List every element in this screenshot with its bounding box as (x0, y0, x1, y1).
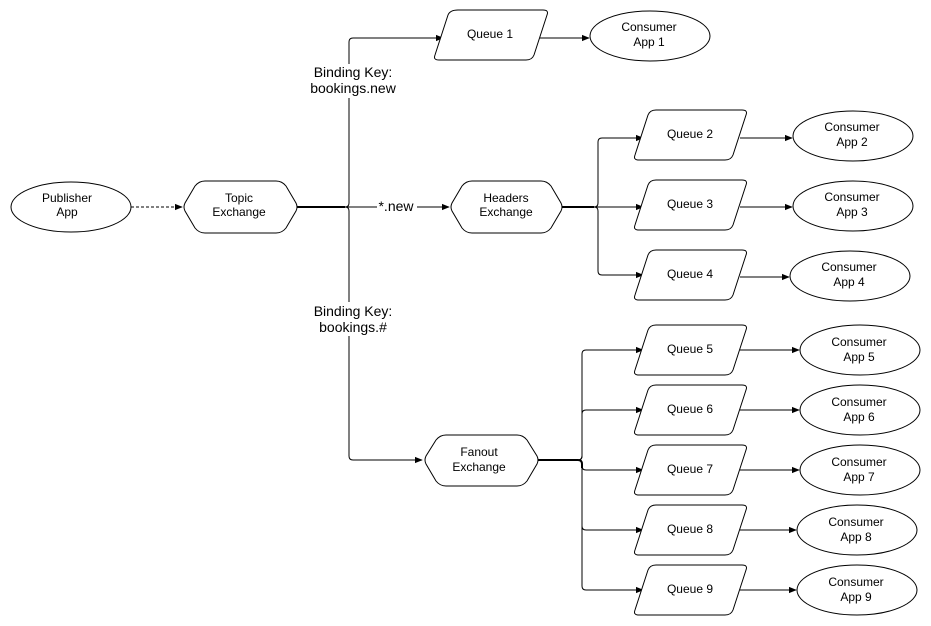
consumer-app-label-line2: App 3 (836, 205, 868, 219)
edge-headers-to-queue-2 (593, 134, 644, 208)
edge-topic-to-fanout (344, 206, 423, 464)
fanout-exchange-label-line1: Fanout (460, 445, 498, 459)
edge-fanout-to-queue-6 (577, 406, 644, 461)
consumer-app-node: Consumer App 9 (796, 564, 918, 616)
edge-label-binding-all-line1: Binding Key: (314, 303, 393, 319)
queue-label: Queue 7 (667, 462, 713, 476)
topic-exchange-node: Topic Exchange (183, 180, 298, 234)
fanout-exchange-label-line2: Exchange (452, 460, 506, 474)
consumer-app-label-line2: App 1 (633, 35, 665, 49)
queue-node: Queue 6 (634, 384, 747, 436)
consumer-app-label-line1: Consumer (621, 20, 676, 34)
consumer-app-label-line1: Consumer (828, 515, 883, 529)
consumer-app-node: Consumer App 8 (796, 504, 918, 556)
consumer-app-node: Consumer App 2 (792, 110, 914, 162)
edges (131, 34, 800, 594)
edge-headers-to-queue-4 (593, 206, 644, 279)
consumer-app-label-line1: Consumer (821, 260, 876, 274)
headers-exchange-label-line1: Headers (483, 191, 528, 205)
fanout-exchange-node: Fanout Exchange (424, 434, 539, 487)
edge-label-binding-new-line2: bookings.new (310, 80, 397, 96)
consumer-app-label-line2: App 2 (836, 135, 868, 149)
consumer-app-label-line1: Consumer (828, 575, 883, 589)
publisher-app-label-line2: App (56, 205, 78, 219)
consumer-app-label-line2: App 8 (840, 530, 872, 544)
queue-label: Queue 9 (667, 582, 713, 596)
queue-label: Queue 5 (667, 342, 713, 356)
queue-node: Queue 4 (634, 249, 747, 301)
headers-exchange-label-line2: Exchange (479, 205, 533, 219)
consumer-app-label-line2: App 6 (843, 410, 875, 424)
consumer-app-node: Consumer App 6 (799, 384, 921, 436)
consumer-app-label-line1: Consumer (831, 455, 886, 469)
queue-label: Queue 6 (667, 402, 713, 416)
queue-node: Queue 9 (634, 564, 747, 616)
consumer-app-label-line2: App 7 (843, 470, 875, 484)
edge-labels: Binding Key: bookings.new *.new Binding … (306, 64, 417, 336)
consumer-app-node: Consumer App 7 (799, 444, 921, 496)
consumer-app-node: Consumer App 1 (589, 10, 711, 62)
consumer-app-node: Consumer App 3 (792, 180, 914, 232)
queue-label: Queue 8 (667, 522, 713, 536)
queue-node: Queue 8 (634, 504, 747, 556)
queue-node: Queue 5 (634, 324, 747, 376)
edge-label-binding-new-line1: Binding Key: (314, 64, 393, 80)
publisher-app-label-line1: Publisher (42, 191, 92, 205)
consumer-app-label-line2: App 4 (833, 275, 865, 289)
topic-exchange-label-line1: Topic (225, 191, 253, 205)
queue-node: Queue 7 (634, 444, 747, 496)
queue-node: Queue 3 (634, 179, 747, 231)
consumer-app-label-line1: Consumer (831, 395, 886, 409)
queue-label: Queue 2 (667, 127, 713, 141)
edge-label-binding-all-line2: bookings.# (319, 319, 387, 335)
queue-label: Queue 3 (667, 197, 713, 211)
consumer-app-label-line1: Consumer (824, 120, 879, 134)
consumer-app-label-line1: Consumer (831, 335, 886, 349)
consumer-app-label-line1: Consumer (824, 190, 879, 204)
queue-node: Queue 1 (434, 9, 548, 61)
consumer-app-node: Consumer App 5 (799, 324, 921, 376)
edge-fanout-to-queue-5 (577, 346, 644, 461)
edge-fanout-to-queue-7 (577, 459, 644, 474)
consumer-app-label-line2: App 9 (840, 590, 872, 604)
queue-label: Queue 4 (667, 267, 713, 281)
publisher-app-node: Publisher App (10, 181, 132, 233)
topic-exchange-label-line2: Exchange (212, 205, 266, 219)
edge-label-wildcard-new: *.new (378, 198, 414, 214)
queue-node: Queue 2 (634, 109, 747, 161)
consumer-app-node: Consumer App 4 (789, 250, 911, 302)
edge-fanout-to-queue-9 (577, 459, 644, 594)
queue-label: Queue 1 (467, 27, 513, 41)
consumer-app-label-line2: App 5 (843, 350, 875, 364)
headers-exchange-node: Headers Exchange (450, 180, 563, 234)
